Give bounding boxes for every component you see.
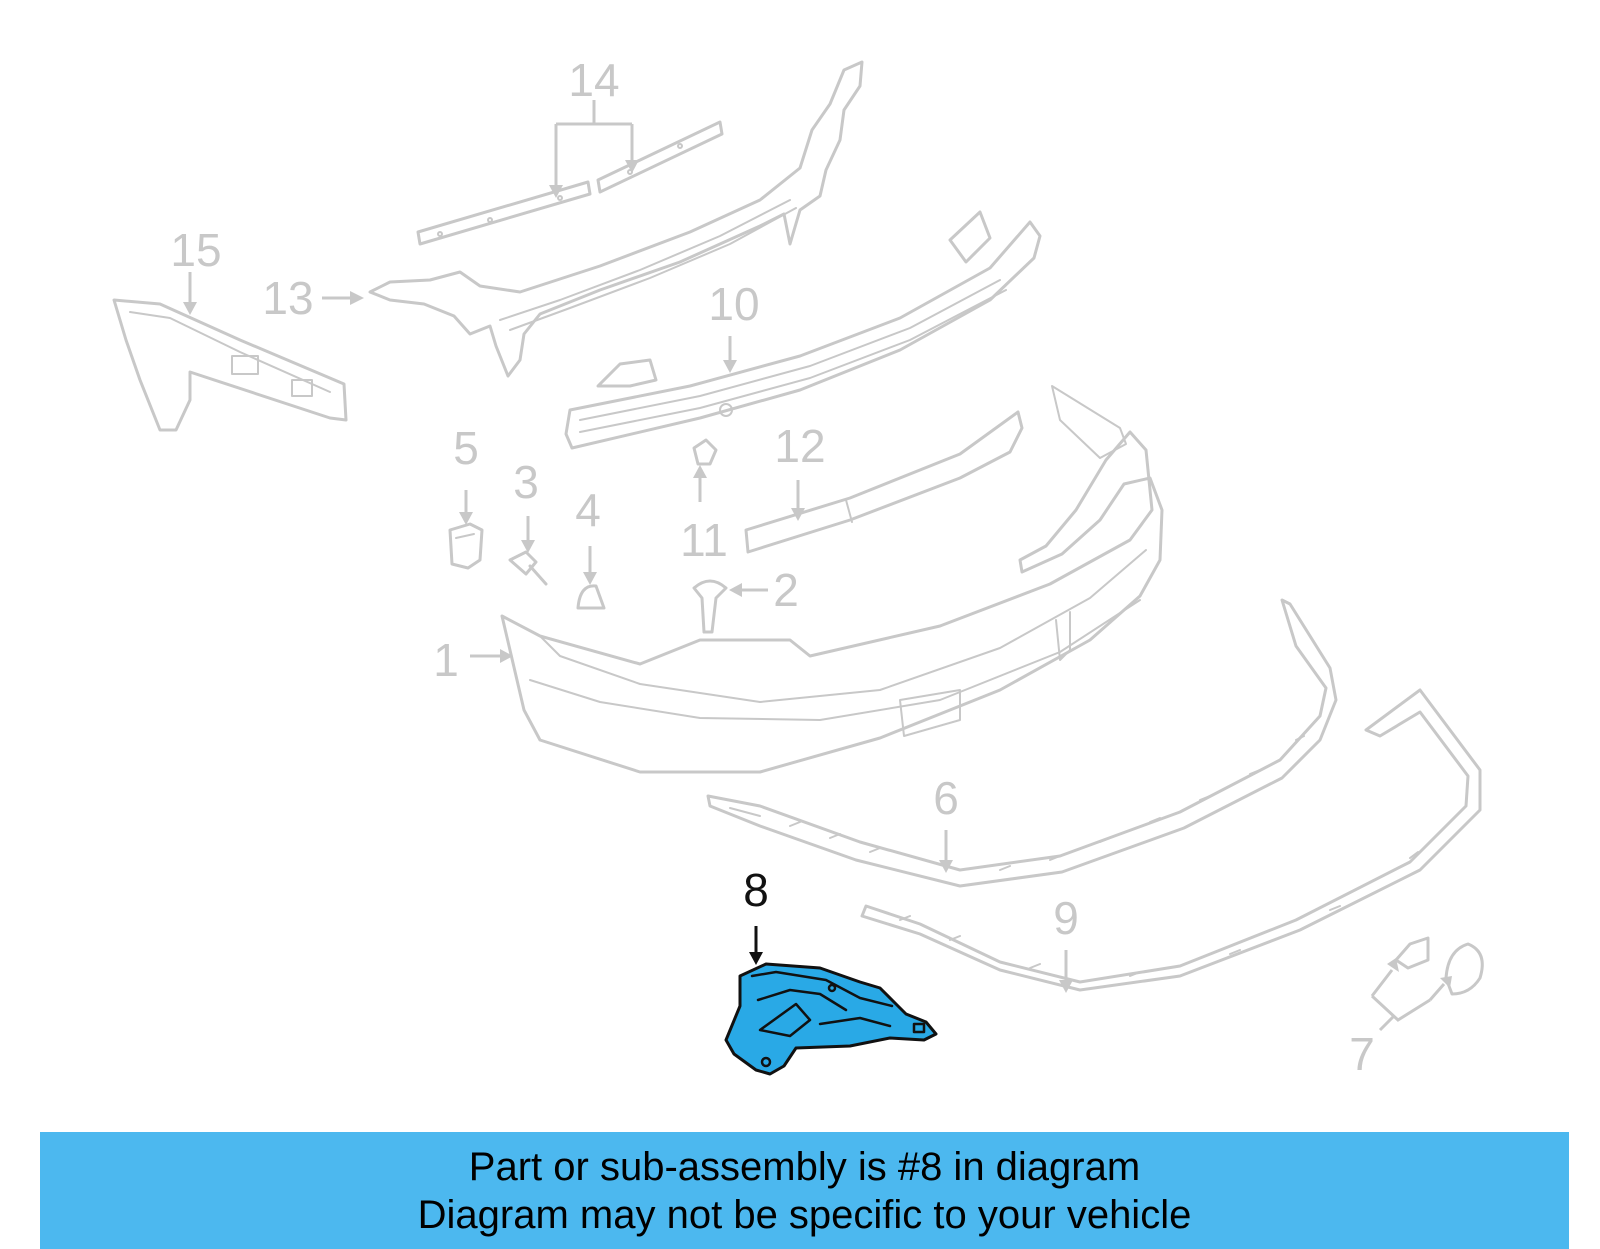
part-11-clip	[692, 438, 718, 466]
part-14-trim-strips	[416, 120, 724, 246]
part-8-leader	[749, 926, 763, 965]
callout-15: 15	[170, 224, 221, 276]
part-15-side-bracket	[112, 298, 348, 432]
part-2-leader	[729, 583, 768, 597]
callout-3: 3	[513, 456, 539, 508]
callout-6: 6	[933, 772, 959, 824]
part-13-leader	[322, 291, 364, 305]
callout-5: 5	[453, 422, 479, 474]
callout-2: 2	[773, 564, 799, 616]
part-1-leader	[470, 649, 513, 663]
part-7-reflector	[1394, 936, 1484, 996]
part-4-cap	[576, 584, 606, 610]
callout-8: 8	[743, 864, 769, 916]
part-11-leader	[693, 465, 707, 502]
callout-9: 9	[1053, 892, 1079, 944]
part-5-bracket	[448, 522, 484, 570]
callout-12: 12	[774, 420, 825, 472]
part-12-leader	[791, 480, 805, 521]
callout-1: 1	[433, 634, 459, 686]
part-3-leader	[521, 516, 535, 553]
part-7-leader	[1370, 958, 1452, 1032]
part-2-push-pin	[692, 579, 728, 634]
part-14-leader	[549, 100, 639, 198]
part-6-molding	[706, 598, 1338, 888]
callout-4: 4	[575, 484, 601, 536]
part-4-leader	[583, 546, 597, 585]
callout-14: 14	[568, 54, 619, 106]
part-15-leader	[183, 272, 197, 315]
banner-part-line: Part or sub-assembly is #8 in diagram	[468, 1144, 1141, 1189]
part-10-absorber-bar	[564, 210, 1042, 450]
callout-7: 7	[1349, 1028, 1375, 1080]
part-10-leader	[723, 336, 737, 373]
part-3-bolt	[508, 550, 548, 586]
part-9-trim	[860, 688, 1482, 992]
callout-13: 13	[262, 272, 313, 324]
callout-10: 10	[708, 278, 759, 330]
part-1-bumper-cover	[500, 385, 1164, 774]
part-5-leader	[459, 490, 473, 525]
part-12-strip	[744, 410, 1024, 554]
part-13-reinforcement	[368, 60, 864, 378]
part-8-bracket-highlighted[interactable]	[724, 962, 938, 1076]
banner-disclaimer-line: Diagram may not be specific to your vehi…	[417, 1192, 1192, 1237]
part-9-leader	[1059, 950, 1073, 993]
info-banner: Part or sub-assembly is #8 in diagram Di…	[40, 1132, 1569, 1249]
callout-11: 11	[680, 514, 728, 566]
part-6-leader	[939, 830, 953, 873]
